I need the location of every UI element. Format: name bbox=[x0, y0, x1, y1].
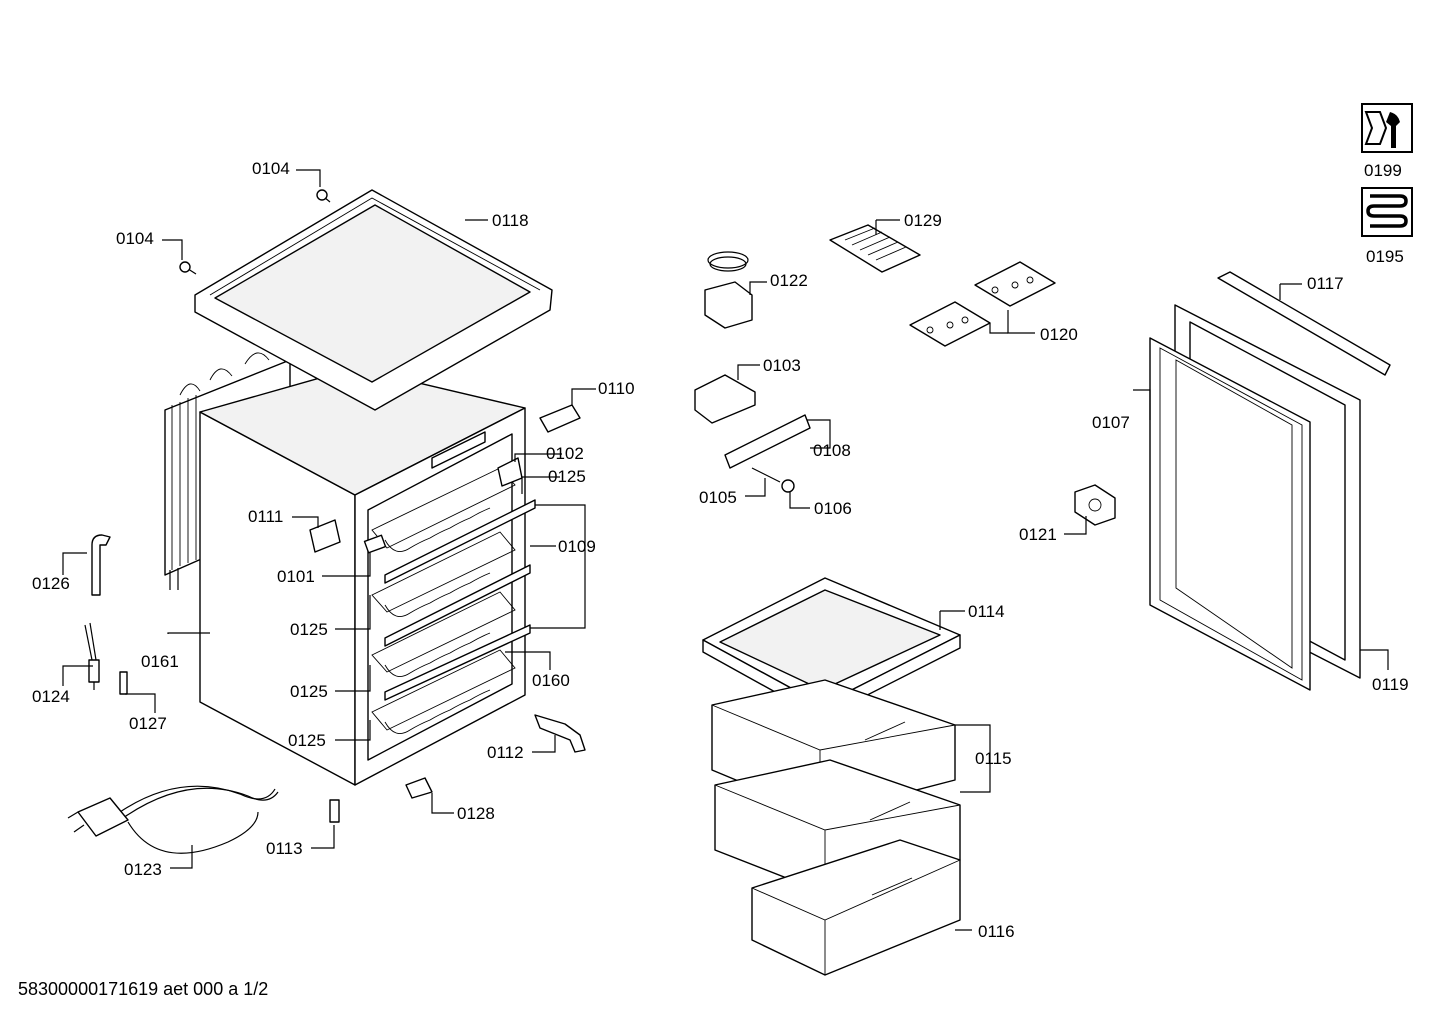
label-0102: 0102 bbox=[546, 444, 584, 463]
label-0105: 0105 bbox=[699, 488, 737, 507]
thermo-fuse bbox=[84, 622, 100, 690]
wine-racks bbox=[371, 467, 536, 735]
foot-bolt bbox=[329, 799, 340, 823]
condenser-coil-icon bbox=[1361, 187, 1413, 237]
label-0121: 0121 bbox=[1019, 525, 1057, 544]
ice-tray bbox=[829, 224, 921, 273]
drawing-reference-number: 58300000171619 aet 000 a 1/2 bbox=[18, 979, 269, 999]
label-0120: 0120 bbox=[1040, 325, 1078, 344]
power-cord bbox=[67, 785, 279, 854]
label-0108: 0108 bbox=[813, 441, 851, 460]
screw-bolt bbox=[751, 467, 781, 483]
label-0128: 0128 bbox=[457, 804, 495, 823]
label-0125-mid1: 0125 bbox=[290, 620, 328, 639]
lower-hinge bbox=[534, 714, 586, 753]
label-0113: 0113 bbox=[266, 839, 303, 858]
cold-packs bbox=[909, 261, 1056, 347]
screw-top-right bbox=[316, 189, 331, 203]
label-0161: 0161 bbox=[141, 652, 179, 671]
upper-hinge bbox=[539, 404, 581, 433]
tools-icon bbox=[1361, 103, 1413, 153]
label-0119: 0119 bbox=[1372, 675, 1409, 694]
label-0122: 0122 bbox=[770, 271, 808, 290]
label-0115: 0115 bbox=[975, 749, 1012, 768]
label-0160: 0160 bbox=[532, 671, 570, 690]
screw-top-left bbox=[179, 261, 197, 275]
label-0112: 0112 bbox=[487, 743, 524, 762]
label-0107: 0107 bbox=[1092, 413, 1130, 432]
label-0101: 0101 bbox=[277, 567, 315, 586]
label-0110: 0110 bbox=[598, 379, 635, 398]
label-0104-left: 0104 bbox=[116, 229, 154, 248]
door-top-trim bbox=[1217, 271, 1391, 376]
label-0125-top: 0125 bbox=[548, 467, 586, 486]
drawer-bottom bbox=[751, 839, 961, 976]
label-0129: 0129 bbox=[904, 211, 942, 230]
top-cover-panel bbox=[194, 189, 553, 411]
label-0124: 0124 bbox=[32, 687, 70, 706]
light-housing bbox=[694, 374, 756, 424]
label-0127: 0127 bbox=[129, 714, 167, 733]
label-0109: 0109 bbox=[558, 537, 596, 556]
glass-shelf bbox=[702, 577, 961, 719]
label-0116: 0116 bbox=[978, 922, 1015, 941]
thermostat-sensor-holder bbox=[363, 534, 387, 554]
door-hinge-cover bbox=[1074, 484, 1116, 526]
clip bbox=[405, 777, 433, 799]
door-gasket bbox=[1149, 337, 1311, 691]
label-0125-mid2: 0125 bbox=[290, 682, 328, 701]
leader-lines bbox=[62, 169, 1389, 931]
label-0126: 0126 bbox=[32, 574, 70, 593]
label-0104-upper: 0104 bbox=[252, 159, 290, 178]
label-0195: 0195 bbox=[1366, 247, 1404, 266]
drain-elbow bbox=[91, 534, 111, 596]
part-number-labels: 0104 0104 0118 0110 0102 0125 0111 0109 … bbox=[32, 159, 1409, 941]
label-0125-bottom: 0125 bbox=[288, 731, 326, 750]
label-0106: 0106 bbox=[814, 499, 852, 518]
label-0114: 0114 bbox=[968, 602, 1005, 621]
thermostat bbox=[704, 251, 753, 329]
label-0117: 0117 bbox=[1307, 274, 1344, 293]
nut bbox=[781, 479, 795, 493]
pin bbox=[119, 671, 128, 695]
label-0118: 0118 bbox=[492, 211, 529, 230]
label-0199: 0199 bbox=[1364, 161, 1402, 180]
control-panel-strip bbox=[724, 414, 811, 469]
label-0103: 0103 bbox=[763, 356, 801, 375]
label-0111: 0111 bbox=[248, 507, 283, 526]
cabinet-body bbox=[164, 352, 536, 786]
label-0123: 0123 bbox=[124, 860, 162, 879]
